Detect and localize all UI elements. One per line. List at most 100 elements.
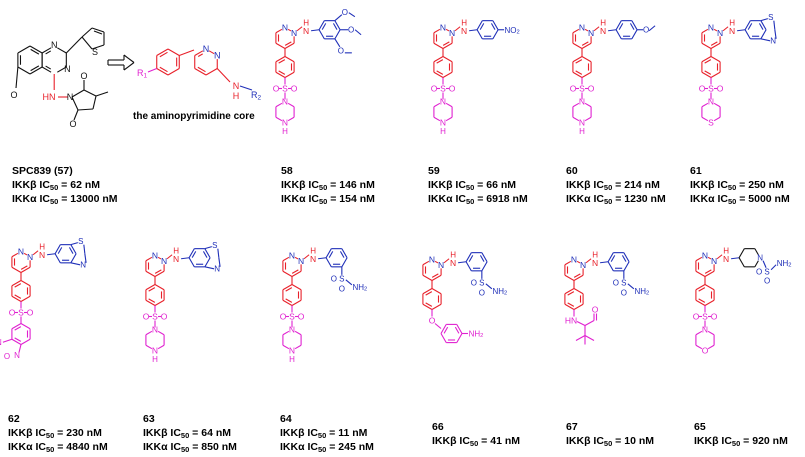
- bond: [567, 302, 575, 307]
- bond: [167, 48, 180, 56]
- ikka-ic50: IKKα IC50 = 154 nM: [281, 193, 375, 205]
- bond: [492, 20, 499, 31]
- atom-n: N: [67, 92, 74, 102]
- ic50-prefix: IKKα IC: [143, 441, 181, 453]
- bond: [710, 41, 718, 46]
- bond: [41, 47, 52, 54]
- bond: [325, 248, 332, 259]
- atom-o: O: [592, 305, 599, 315]
- atom-h: H: [39, 242, 45, 251]
- bond: [443, 258, 450, 264]
- bond: [608, 29, 617, 32]
- bond: [11, 252, 19, 258]
- bond: [81, 36, 93, 50]
- ic50-subscript: 50: [45, 445, 55, 454]
- atom-n: N: [303, 26, 309, 36]
- bond: [607, 261, 614, 272]
- bond: [456, 324, 463, 334]
- bond: [773, 20, 776, 30]
- ic50-prefix: IKKβ IC: [8, 427, 46, 439]
- bond: [284, 56, 295, 63]
- bond: [334, 20, 341, 31]
- atom-nh2: NH2: [352, 282, 367, 292]
- bond: [291, 269, 299, 274]
- bond: [585, 258, 592, 264]
- ic50-value: 41 nM: [490, 435, 520, 447]
- bond: [465, 261, 472, 272]
- bond: [148, 298, 156, 303]
- bond: [191, 251, 197, 258]
- bond: [573, 274, 584, 281]
- bond: [747, 23, 753, 30]
- bond: [468, 255, 474, 262]
- atom-o: O: [338, 46, 344, 55]
- bond: [159, 66, 168, 73]
- atom-h: H: [282, 127, 288, 136]
- ic50-subscript: 50: [180, 431, 190, 440]
- ikka-ic50: IKKα IC50 = 850 nM: [143, 441, 237, 453]
- atom-o: O: [280, 312, 287, 322]
- bond: [762, 260, 767, 268]
- atom-n: N: [440, 23, 446, 33]
- bond: [73, 109, 79, 121]
- bond: [576, 260, 581, 264]
- bond: [239, 85, 253, 91]
- ic50-subscript: 50: [727, 183, 737, 192]
- atom-n: N: [600, 26, 606, 36]
- ic50-prefix: IKKβ IC: [566, 435, 604, 447]
- ic50-equals: =: [189, 427, 202, 439]
- atom-o: O: [331, 274, 337, 283]
- ikkb-ic50: IKKβ IC50 = 11 nM: [280, 427, 367, 439]
- bond: [145, 284, 156, 291]
- bond: [29, 66, 43, 75]
- ic50-subscript: 50: [603, 439, 613, 448]
- bond: [615, 29, 622, 40]
- bond: [334, 14, 343, 22]
- bond: [607, 252, 614, 263]
- ic50-subscript: 50: [731, 439, 741, 448]
- bond: [194, 68, 207, 76]
- bond: [760, 20, 767, 31]
- bond: [14, 337, 22, 342]
- bond: [11, 323, 22, 330]
- atom-n: N: [152, 346, 158, 356]
- bond: [291, 284, 302, 291]
- bond: [205, 68, 218, 76]
- bond: [442, 42, 453, 49]
- bond: [145, 344, 153, 350]
- bond: [70, 242, 78, 246]
- ic50-prefix: IKKβ IC: [432, 435, 470, 447]
- bond: [20, 323, 31, 330]
- bond: [479, 255, 485, 262]
- bond: [204, 257, 211, 268]
- bond: [695, 344, 703, 350]
- ic50-subscript: 50: [317, 445, 327, 454]
- bond: [629, 23, 635, 30]
- atom-h: H: [450, 250, 456, 259]
- bond: [14, 294, 22, 299]
- bond: [695, 330, 703, 336]
- atom-n: N: [282, 23, 288, 33]
- bond: [576, 321, 586, 326]
- bond: [572, 102, 580, 108]
- bond: [275, 102, 283, 108]
- atom-n: N: [289, 325, 295, 335]
- atom-n: N: [440, 118, 446, 128]
- atom-n: N: [717, 28, 723, 38]
- bond: [481, 261, 488, 272]
- bond: [431, 274, 442, 281]
- ikka-ic50: IKKα IC50 = 4840 nM: [8, 441, 108, 453]
- bond: [454, 326, 460, 334]
- atom-n: N: [571, 255, 577, 265]
- atom-o: O: [621, 288, 627, 297]
- bond: [573, 273, 581, 278]
- bond: [354, 29, 362, 36]
- bond: [425, 302, 433, 307]
- ikkb-ic50: IKKβ IC50 = 64 nM: [143, 427, 231, 439]
- bond: [20, 338, 31, 345]
- bond: [197, 66, 206, 73]
- nitro-group: NO2: [504, 25, 519, 35]
- bond: [434, 323, 442, 329]
- compound-number: SPC839 (57): [12, 165, 73, 177]
